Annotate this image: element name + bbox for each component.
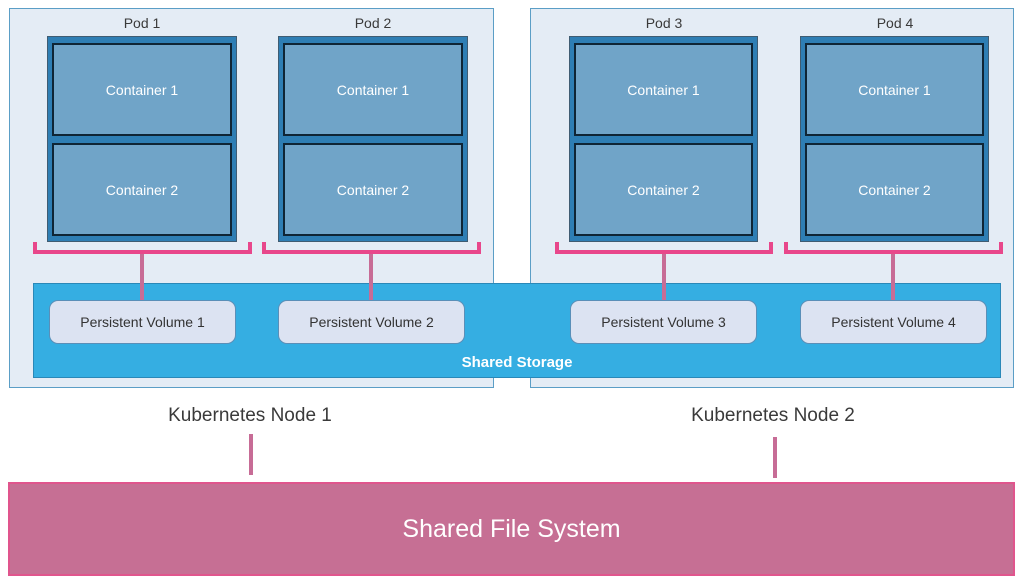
pod-label: Pod 4 bbox=[876, 15, 914, 31]
container-box: Container 1 bbox=[574, 43, 753, 136]
persistent-volume: Persistent Volume 3 bbox=[570, 300, 757, 344]
shared-storage-label: Shared Storage bbox=[461, 354, 573, 371]
container-box: Container 2 bbox=[574, 143, 753, 236]
connector-line bbox=[369, 254, 373, 301]
container-box: Container 2 bbox=[52, 143, 232, 236]
connector-line bbox=[891, 254, 895, 301]
node-label: Kubernetes Node 1 bbox=[168, 405, 332, 426]
container-box: Container 2 bbox=[805, 143, 984, 236]
connector-line bbox=[773, 437, 777, 478]
pod-bracket bbox=[262, 242, 481, 254]
pod-bracket bbox=[555, 242, 773, 254]
pod-label: Pod 1 bbox=[123, 15, 161, 31]
pod-label: Pod 3 bbox=[645, 15, 683, 31]
pod-label: Pod 2 bbox=[354, 15, 392, 31]
connector-line bbox=[249, 434, 253, 475]
node-label: Kubernetes Node 2 bbox=[691, 405, 855, 426]
connector-line bbox=[140, 254, 144, 301]
container-box: Container 1 bbox=[805, 43, 984, 136]
shared-file-system: Shared File System bbox=[8, 482, 1015, 576]
persistent-volume: Persistent Volume 1 bbox=[49, 300, 236, 344]
container-box: Container 2 bbox=[283, 143, 463, 236]
container-box: Container 1 bbox=[52, 43, 232, 136]
persistent-volume: Persistent Volume 4 bbox=[800, 300, 987, 344]
connector-line bbox=[662, 254, 666, 301]
persistent-volume: Persistent Volume 2 bbox=[278, 300, 465, 344]
pod-bracket bbox=[784, 242, 1003, 254]
pod-bracket bbox=[33, 242, 252, 254]
container-box: Container 1 bbox=[283, 43, 463, 136]
